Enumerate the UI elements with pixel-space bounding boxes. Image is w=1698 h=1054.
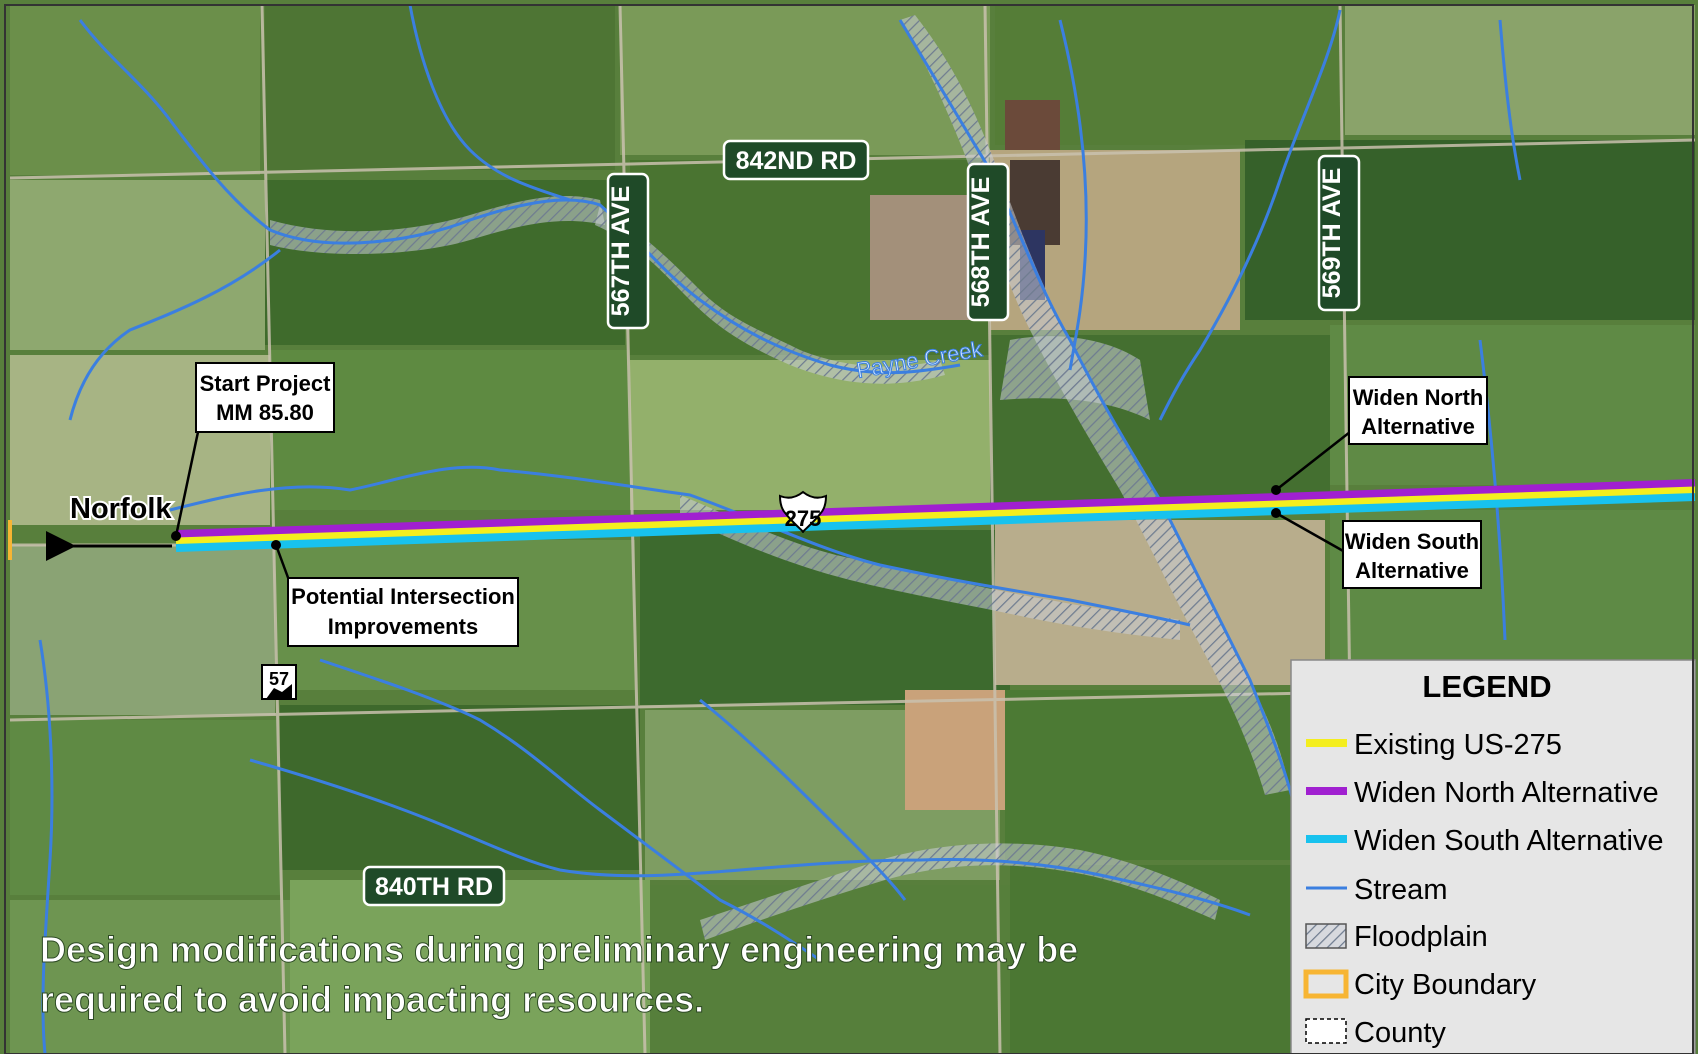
legend-item-floodplain: Floodplain (1305, 921, 1488, 953)
svg-text:57: 57 (269, 669, 289, 689)
svg-text:275: 275 (785, 506, 822, 531)
svg-text:568TH AVE: 568TH AVE (967, 177, 995, 308)
svg-text:569TH AVE: 569TH AVE (1318, 168, 1346, 299)
svg-text:Widen South: Widen South (1345, 529, 1479, 554)
road-label-567th-ave: 567TH AVE (606, 172, 650, 330)
road-label-842nd-rd: 842ND RD (722, 139, 870, 181)
svg-text:Potential Intersection: Potential Intersection (291, 584, 515, 609)
legend-item-city-boundary: City Boundary (1303, 969, 1537, 1001)
map-frame (4, 4, 1694, 1054)
us-275-corridor (175, 479, 1696, 552)
widen-south-alternative-line (175, 493, 1696, 552)
svg-text:840TH RD: 840TH RD (375, 873, 493, 901)
svg-text:567TH AVE: 567TH AVE (607, 186, 635, 317)
svg-text:Start Project: Start Project (200, 371, 331, 396)
svg-text:Existing US-275: Existing US-275 (1354, 729, 1562, 761)
svg-text:Widen North: Widen North (1353, 385, 1484, 410)
streams (38, 4, 1522, 1054)
widen-north-alternative-line (175, 479, 1696, 538)
callout-points (171, 485, 1281, 550)
norfolk-label: Norfolk (70, 493, 172, 525)
road-label-568th-ave: 568TH AVE (966, 162, 1010, 322)
legend-item-county: County (1305, 1017, 1446, 1049)
legend-item-widen-north: Widen North Alternative (1306, 777, 1659, 809)
svg-text:County: County (1354, 1017, 1446, 1049)
legend-item-stream: Stream (1306, 874, 1447, 906)
callout-widen-north: Widen North Alternative (1348, 376, 1488, 445)
callout-widen-south: Widen South Alternative (1342, 520, 1482, 589)
road-label-840th-rd: 840TH RD (362, 865, 506, 907)
svg-text:842ND RD: 842ND RD (736, 147, 857, 175)
us-275-shield-icon: 275 (778, 490, 828, 534)
existing-us-275-line (175, 486, 1696, 545)
svg-text:Improvements: Improvements (328, 614, 478, 639)
legend: LEGEND Existing US-275 Widen North Alter… (1290, 659, 1696, 1054)
design-note: Design modifications during preliminary … (40, 929, 1079, 1021)
callout-intersection-improvements: Potential Intersection Improvements (287, 577, 519, 647)
svg-text:Alternative: Alternative (1361, 414, 1475, 439)
callout-start-project: Start Project MM 85.80 (195, 362, 335, 433)
svg-text:Alternative: Alternative (1355, 558, 1469, 583)
legend-item-widen-south: Widen South Alternative (1306, 825, 1664, 857)
svg-text:Stream: Stream (1354, 874, 1447, 906)
svg-text:required to avoid impacting re: required to avoid impacting resources. (40, 979, 704, 1020)
legend-title: LEGEND (1422, 669, 1551, 704)
legend-item-existing: Existing US-275 (1306, 729, 1562, 761)
svg-text:Widen North Alternative: Widen North Alternative (1354, 777, 1659, 809)
svg-text:Widen South Alternative: Widen South Alternative (1354, 825, 1664, 857)
svg-text:City Boundary: City Boundary (1354, 969, 1537, 1001)
callout-leaders (174, 431, 1351, 584)
svg-text:Floodplain: Floodplain (1354, 921, 1488, 953)
svg-text:Design modifications during pr: Design modifications during preliminary … (40, 929, 1078, 970)
state-57-shield-icon: 57 (261, 664, 297, 700)
road-label-569th-ave: 569TH AVE (1317, 154, 1361, 312)
svg-text:MM 85.80: MM 85.80 (216, 400, 314, 425)
